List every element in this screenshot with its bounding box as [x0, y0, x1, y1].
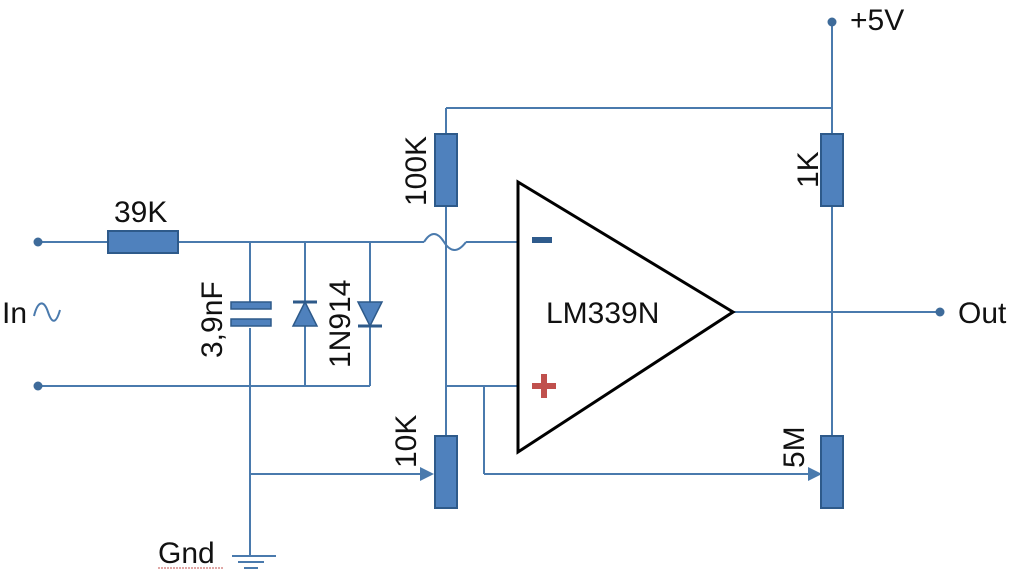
terminal-input-bottom [33, 381, 43, 391]
terminal-output [935, 307, 945, 317]
opamp-plus-sign [532, 374, 556, 398]
label-input: In [2, 297, 27, 330]
pot-wiper-arrow-5m [808, 467, 822, 481]
diode-right [356, 301, 384, 328]
ground-icon [232, 555, 276, 569]
label-r-feedback-top: 100K [400, 136, 433, 206]
label-supply: +5V [850, 4, 904, 37]
label-pot-ref: 10K [390, 415, 423, 468]
label-pot-hyst: 5M [778, 426, 811, 468]
label-capacitor: 3,9nF [196, 281, 229, 358]
terminal-supply [827, 17, 837, 27]
label-opamp: LM339N [546, 297, 659, 330]
label-r-input: 39K [114, 196, 167, 229]
diode-left [291, 300, 319, 327]
label-r-pullup: 1K [792, 151, 825, 188]
resistor-1k [820, 133, 844, 207]
wires [38, 22, 940, 556]
sine-wave-icon [33, 302, 61, 322]
pot-wiper-arrow-10k [420, 467, 434, 481]
opamp-triangle [516, 179, 736, 455]
potentiometer-5m [820, 435, 844, 509]
resistor-39k [107, 230, 179, 254]
label-output: Out [958, 297, 1007, 330]
label-diodes: 1N914 [324, 280, 357, 368]
resistor-100k [434, 133, 458, 207]
terminal-input-top [33, 237, 43, 247]
opamp-minus-sign [532, 237, 552, 243]
label-ground: Gnd [158, 537, 215, 570]
capacitor [230, 301, 272, 327]
potentiometer-10k [434, 435, 458, 509]
